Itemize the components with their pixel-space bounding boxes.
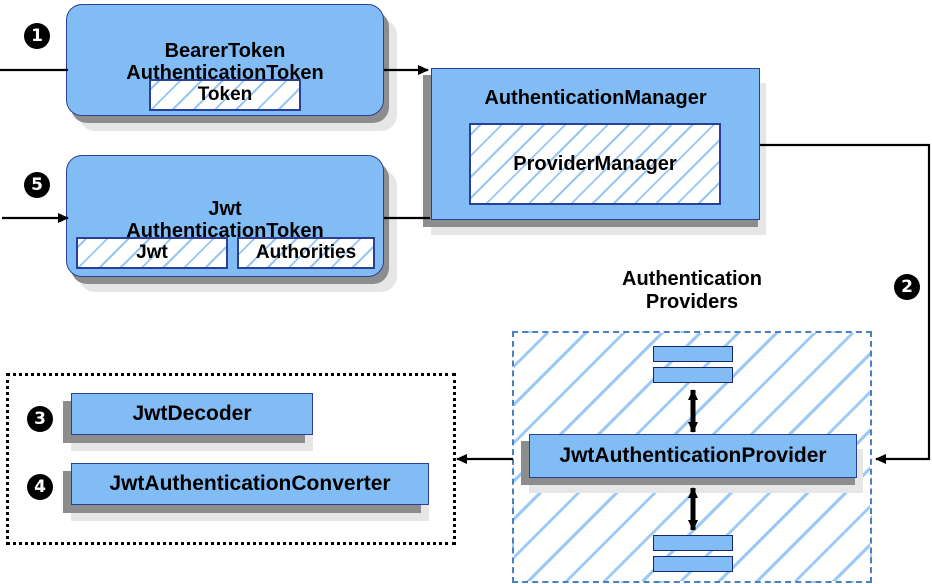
step-marker-4-number: 4: [34, 476, 46, 497]
authentication-providers-title-line1: Authentication: [622, 268, 762, 290]
provider-manager-label: ProviderManager: [513, 152, 677, 175]
step-marker-2-number: 2: [901, 276, 913, 297]
provider-stub-bar-1: [653, 346, 733, 362]
bearer-token-inner-token-label: Token: [197, 84, 253, 105]
jwt-support-beans-region: [6, 373, 456, 545]
jwt-token-inner-authorities-box[interactable]: Authorities: [237, 237, 375, 269]
provider-stub-bar-2: [653, 367, 733, 383]
step-marker-4: 4: [27, 474, 53, 500]
jwt-token-inner-jwt-label: Jwt: [136, 242, 168, 263]
step-marker-1: 1: [24, 23, 50, 49]
step-marker-3-number: 3: [34, 408, 46, 429]
jwt-authentication-converter-node[interactable]: JwtAuthenticationConverter: [71, 463, 429, 505]
step-marker-5: 5: [24, 172, 50, 198]
jwt-authentication-provider-node[interactable]: JwtAuthenticationProvider: [529, 434, 857, 478]
authentication-providers-title-line2: Providers: [645, 291, 739, 314]
jwt-token-title-line1: Jwt: [208, 197, 242, 220]
jwt-token-inner-jwt-box[interactable]: Jwt: [76, 237, 228, 269]
step-marker-2: 2: [894, 274, 920, 300]
jwt-authentication-converter-label: JwtAuthenticationConverter: [109, 472, 391, 496]
jwt-token-inner-authorities-label: Authorities: [255, 242, 357, 263]
bearer-token-title-line1: BearerToken: [164, 39, 286, 62]
authentication-providers-title: Authentication Providers: [562, 268, 822, 314]
provider-stub-bar-4: [653, 556, 733, 572]
authentication-manager-title: AuthenticationManager: [484, 87, 707, 109]
step-marker-5-number: 5: [31, 174, 43, 195]
bearer-token-inner-token-box[interactable]: Token: [149, 79, 301, 111]
jwt-decoder-node[interactable]: JwtDecoder: [71, 393, 313, 435]
step-marker-1-number: 1: [31, 25, 43, 46]
step-marker-3: 3: [27, 406, 53, 432]
jwt-decoder-label: JwtDecoder: [132, 402, 252, 426]
provider-manager-box[interactable]: ProviderManager: [469, 123, 721, 205]
jwt-authentication-provider-label: JwtAuthenticationProvider: [559, 444, 827, 468]
provider-stub-bar-3: [653, 535, 733, 551]
